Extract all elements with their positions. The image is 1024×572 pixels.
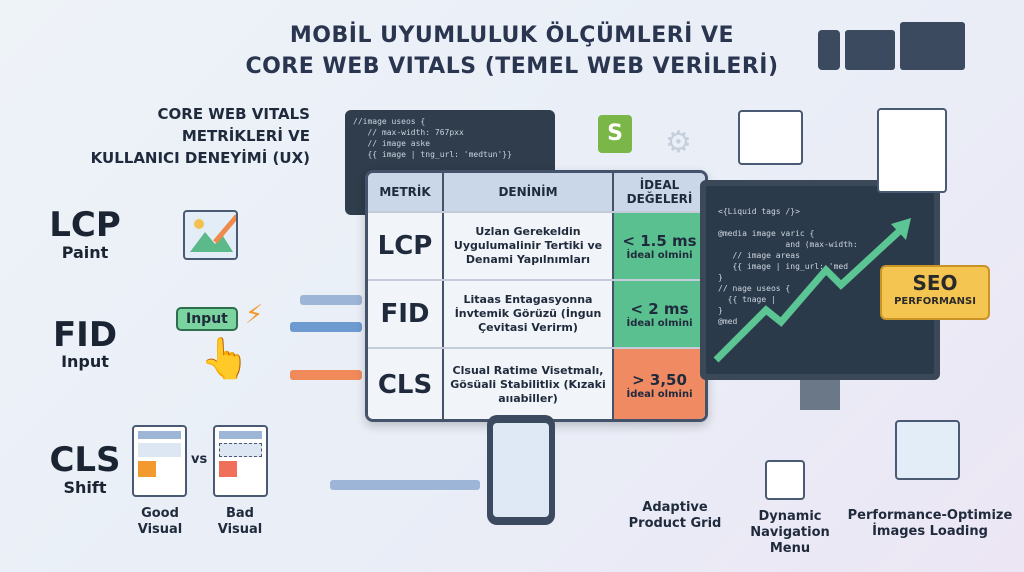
growth-arrow-icon bbox=[713, 218, 911, 363]
browser-window-icon bbox=[877, 108, 947, 193]
good-visual-layout-icon bbox=[132, 425, 187, 497]
navigation-menu-icon bbox=[765, 460, 805, 500]
image-pencil-icon bbox=[183, 210, 239, 260]
input-button-illustration: Input bbox=[176, 307, 238, 331]
lightning-icon: ⚡ bbox=[245, 300, 264, 330]
browser-window-icon bbox=[738, 110, 803, 165]
header-definition: DENİNİM bbox=[444, 173, 614, 211]
adaptive-grid-label: Adaptive Product Grid bbox=[628, 500, 722, 531]
arrow-connector bbox=[300, 295, 362, 305]
cls-label: CLS bbox=[49, 440, 121, 480]
fid-label: FID bbox=[52, 315, 118, 355]
arrow-connector bbox=[290, 322, 362, 332]
smartphone-illustration bbox=[487, 415, 555, 525]
shopify-bag-icon: S bbox=[598, 115, 632, 153]
pointer-hand-icon: 👆 bbox=[200, 336, 250, 382]
image-loading-label: Performance-Optimize İmages Loading bbox=[847, 508, 1013, 539]
header-ideal: İDEAL DEĞELERİ bbox=[626, 178, 693, 206]
vs-label: vs bbox=[191, 452, 208, 467]
monitor-stand bbox=[800, 380, 840, 410]
lcp-label: LCP bbox=[49, 205, 121, 245]
section-heading: CORE WEB VITALS METRİKLERİ VE KULLANICI … bbox=[90, 105, 310, 167]
phone-device-icon bbox=[818, 30, 840, 70]
header-metric: METRİK bbox=[368, 173, 444, 211]
arrow-connector bbox=[290, 370, 362, 380]
gear-icon: ⚙ bbox=[665, 125, 692, 160]
table-header: METRİK DENİNİM İDEAL DEĞELERİ bbox=[368, 173, 705, 213]
bad-visual-layout-icon bbox=[213, 425, 268, 497]
images-stack-icon bbox=[895, 420, 960, 480]
metrics-table: METRİK DENİNİM İDEAL DEĞELERİ LCP Uzlan … bbox=[365, 170, 708, 422]
cls-sub: Shift bbox=[63, 478, 107, 497]
lcp-sub: Paint bbox=[61, 243, 109, 262]
laptop-device-icon bbox=[845, 30, 895, 70]
table-row: LCP Uzlan Gerekeldin Uygulumalinir Terti… bbox=[368, 213, 705, 281]
table-row: FID Litaas Entagasyonna İnvtemik Görüzü … bbox=[368, 281, 705, 349]
good-visual-label: Good Visual bbox=[137, 506, 183, 537]
page-title: MOBİL UYUMLULUK ÖLÇÜMLERİ VE CORE WEB VI… bbox=[245, 23, 779, 79]
desktop-device-icon bbox=[900, 22, 965, 70]
fid-sub: Input bbox=[61, 352, 109, 371]
bad-visual-label: Bad Visual bbox=[217, 506, 263, 537]
arrow-connector bbox=[330, 480, 480, 490]
navigation-menu-label: Dynamic Navigation Menu bbox=[750, 509, 830, 556]
table-row: CLS Clsual Ratime Visetmalı, Gösüali Sta… bbox=[368, 349, 705, 419]
